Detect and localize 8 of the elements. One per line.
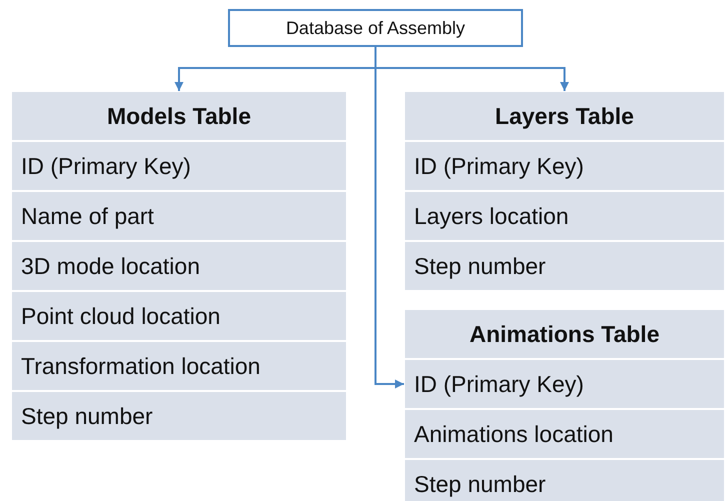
database-box: Database of Assembly <box>228 9 523 47</box>
table-title: Animations Table <box>468 320 660 349</box>
database-table <box>405 92 724 290</box>
table-title: Models Table <box>106 102 252 131</box>
table-title: Layers Table <box>494 102 635 131</box>
database-table <box>12 92 346 440</box>
database-table <box>405 310 724 501</box>
arrow <box>374 47 404 388</box>
